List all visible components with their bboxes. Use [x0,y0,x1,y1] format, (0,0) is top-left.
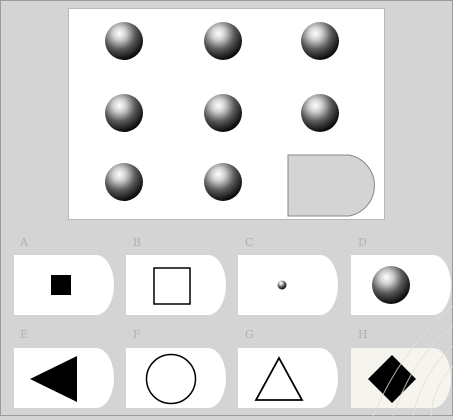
option-c[interactable] [238,255,338,315]
filled-left-triangle-icon [30,356,78,402]
sphere-7 [104,162,144,202]
outline-triangle-icon [254,356,304,402]
large-sphere-icon [371,265,411,305]
option-d[interactable] [351,255,451,315]
option-c-letter: C [245,236,253,249]
option-h[interactable] [351,348,451,408]
sphere-1 [104,21,144,61]
option-d-letter: D [358,236,367,249]
option-h-letter: H [358,328,368,341]
option-g[interactable] [238,348,338,408]
option-e[interactable] [14,348,114,408]
option-a-letter: A [20,236,28,249]
sphere-2 [203,21,243,61]
option-f[interactable] [126,348,226,408]
small-sphere-icon [277,280,287,290]
option-b[interactable] [126,255,226,315]
option-f-letter: F [133,328,141,341]
question-matrix [68,8,385,220]
sphere-8 [203,162,243,202]
sphere-5 [203,93,243,133]
option-e-letter: E [20,328,28,341]
option-b-letter: B [133,236,141,249]
option-a[interactable] [14,255,114,315]
outline-circle-icon [145,353,197,405]
sphere-3 [300,21,340,61]
sphere-4 [104,93,144,133]
sphere-6 [300,93,340,133]
outline-square-icon [153,267,191,305]
option-g-letter: G [245,328,254,341]
filled-square-icon [51,275,71,295]
missing-cell-placeholder [287,154,377,217]
filled-diamond-icon [367,354,417,404]
